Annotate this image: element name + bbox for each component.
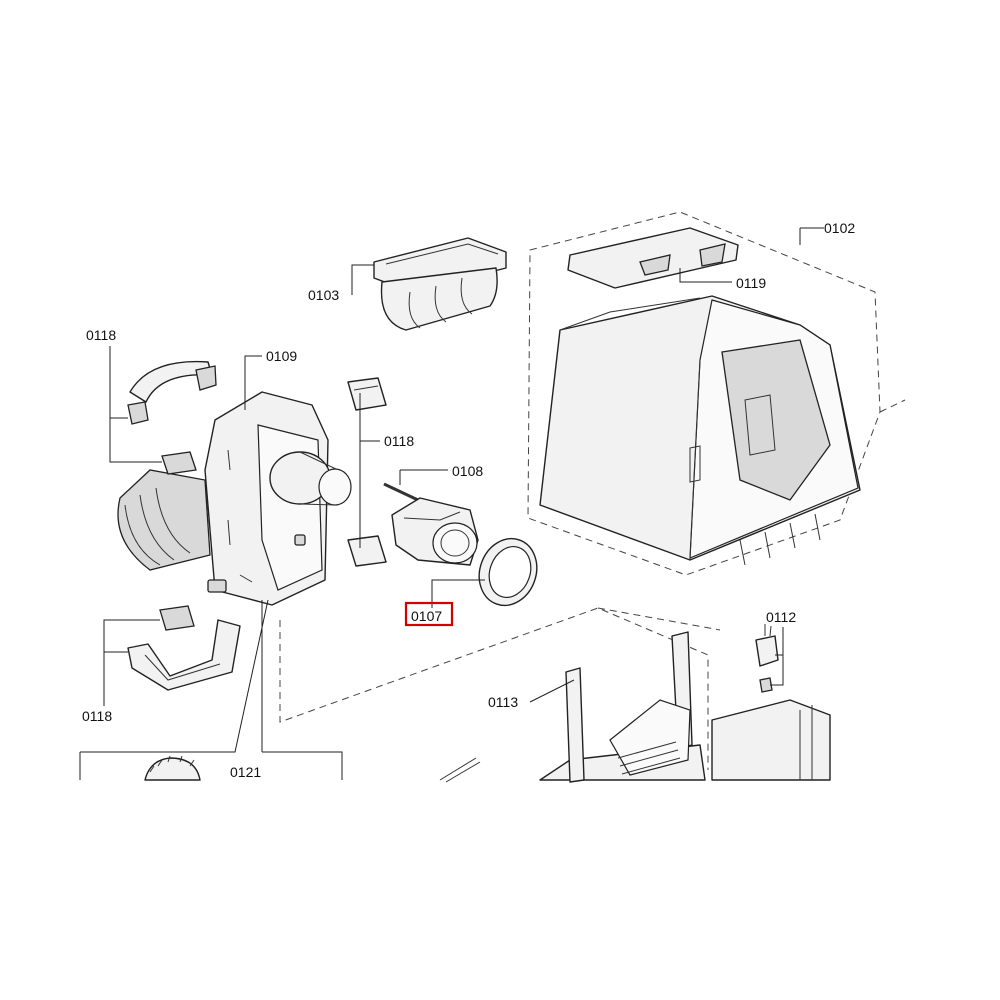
part-0121-gear[interactable]: [144, 755, 201, 781]
label-0112: 0112: [766, 609, 796, 625]
part-0108-collar[interactable]: [383, 482, 479, 566]
dashed-boundaries: [279, 211, 906, 770]
part-0118-carbon-bottom[interactable]: [159, 605, 195, 631]
wire-end: [439, 757, 481, 783]
part-0112-connector[interactable]: [755, 624, 779, 693]
label-0118-mid: 0118: [384, 433, 414, 449]
part-0118-carbon-small-bottom[interactable]: [347, 535, 387, 567]
label-0107: 0107: [411, 608, 442, 624]
label-0113: 0113: [488, 694, 518, 710]
part-0113-base[interactable]: [539, 631, 831, 783]
part-0103-cover[interactable]: [373, 237, 507, 331]
part-0118-brush-top[interactable]: [127, 360, 217, 425]
label-0109: 0109: [266, 348, 297, 364]
part-0118-carbon-top[interactable]: [161, 451, 197, 475]
leader-lines: [79, 227, 824, 780]
part-0109-motor-assembly[interactable]: [117, 391, 352, 606]
label-0121: 0121: [230, 764, 261, 780]
label-0102: 0102: [824, 220, 855, 236]
part-0118-carbon-small-top[interactable]: [347, 377, 387, 411]
part-0107-seal-ring[interactable]: [470, 530, 546, 613]
label-0119: 0119: [736, 275, 766, 291]
part-0118-bracket-bottom[interactable]: [127, 619, 241, 691]
label-0108: 0108: [452, 463, 483, 479]
part-0119-lid[interactable]: [567, 227, 739, 289]
label-0103: 0103: [308, 287, 339, 303]
label-0118-bottom: 0118: [82, 708, 112, 724]
highlight-box-0107: [404, 601, 454, 627]
label-0118-top: 0118: [86, 327, 116, 343]
part-0102-housing[interactable]: [539, 295, 861, 566]
